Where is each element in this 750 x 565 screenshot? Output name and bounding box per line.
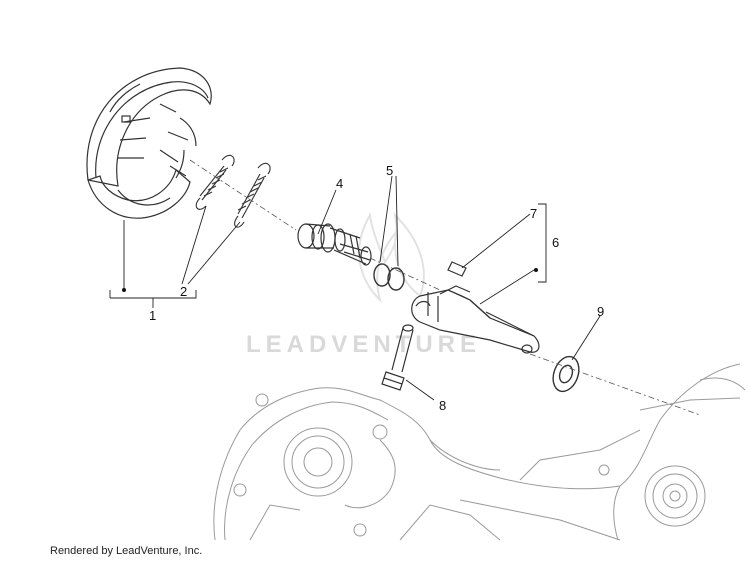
o-ring-left bbox=[373, 263, 391, 287]
bolt bbox=[381, 324, 414, 391]
return-spring-upper bbox=[195, 154, 235, 210]
callout-4: 4 bbox=[336, 176, 343, 191]
callout-leaders bbox=[109, 175, 601, 401]
pin bbox=[447, 261, 467, 277]
watermark-text: LEADVENTURE bbox=[246, 331, 481, 358]
attribution-footer: Rendered by LeadVenture, Inc. bbox=[50, 545, 203, 557]
callout-2: 2 bbox=[180, 284, 187, 299]
callout-7: 7 bbox=[530, 206, 537, 221]
callout-1: 1 bbox=[149, 308, 156, 323]
engine-crankcase bbox=[213, 363, 746, 541]
callout-9: 9 bbox=[597, 304, 604, 319]
brake-lever bbox=[411, 285, 540, 354]
o-ring-right bbox=[387, 267, 405, 291]
callout-6: 6 bbox=[552, 235, 559, 250]
leader-dots bbox=[122, 268, 538, 292]
return-spring-lower bbox=[234, 162, 271, 228]
callout-5: 5 bbox=[386, 163, 393, 178]
assembly-axis-line bbox=[189, 159, 701, 416]
brake-shoe-assembly bbox=[86, 67, 212, 219]
watermark-logo bbox=[358, 211, 425, 304]
washer bbox=[552, 355, 580, 393]
brake-camshaft bbox=[297, 223, 372, 266]
callout-8: 8 bbox=[439, 398, 446, 413]
